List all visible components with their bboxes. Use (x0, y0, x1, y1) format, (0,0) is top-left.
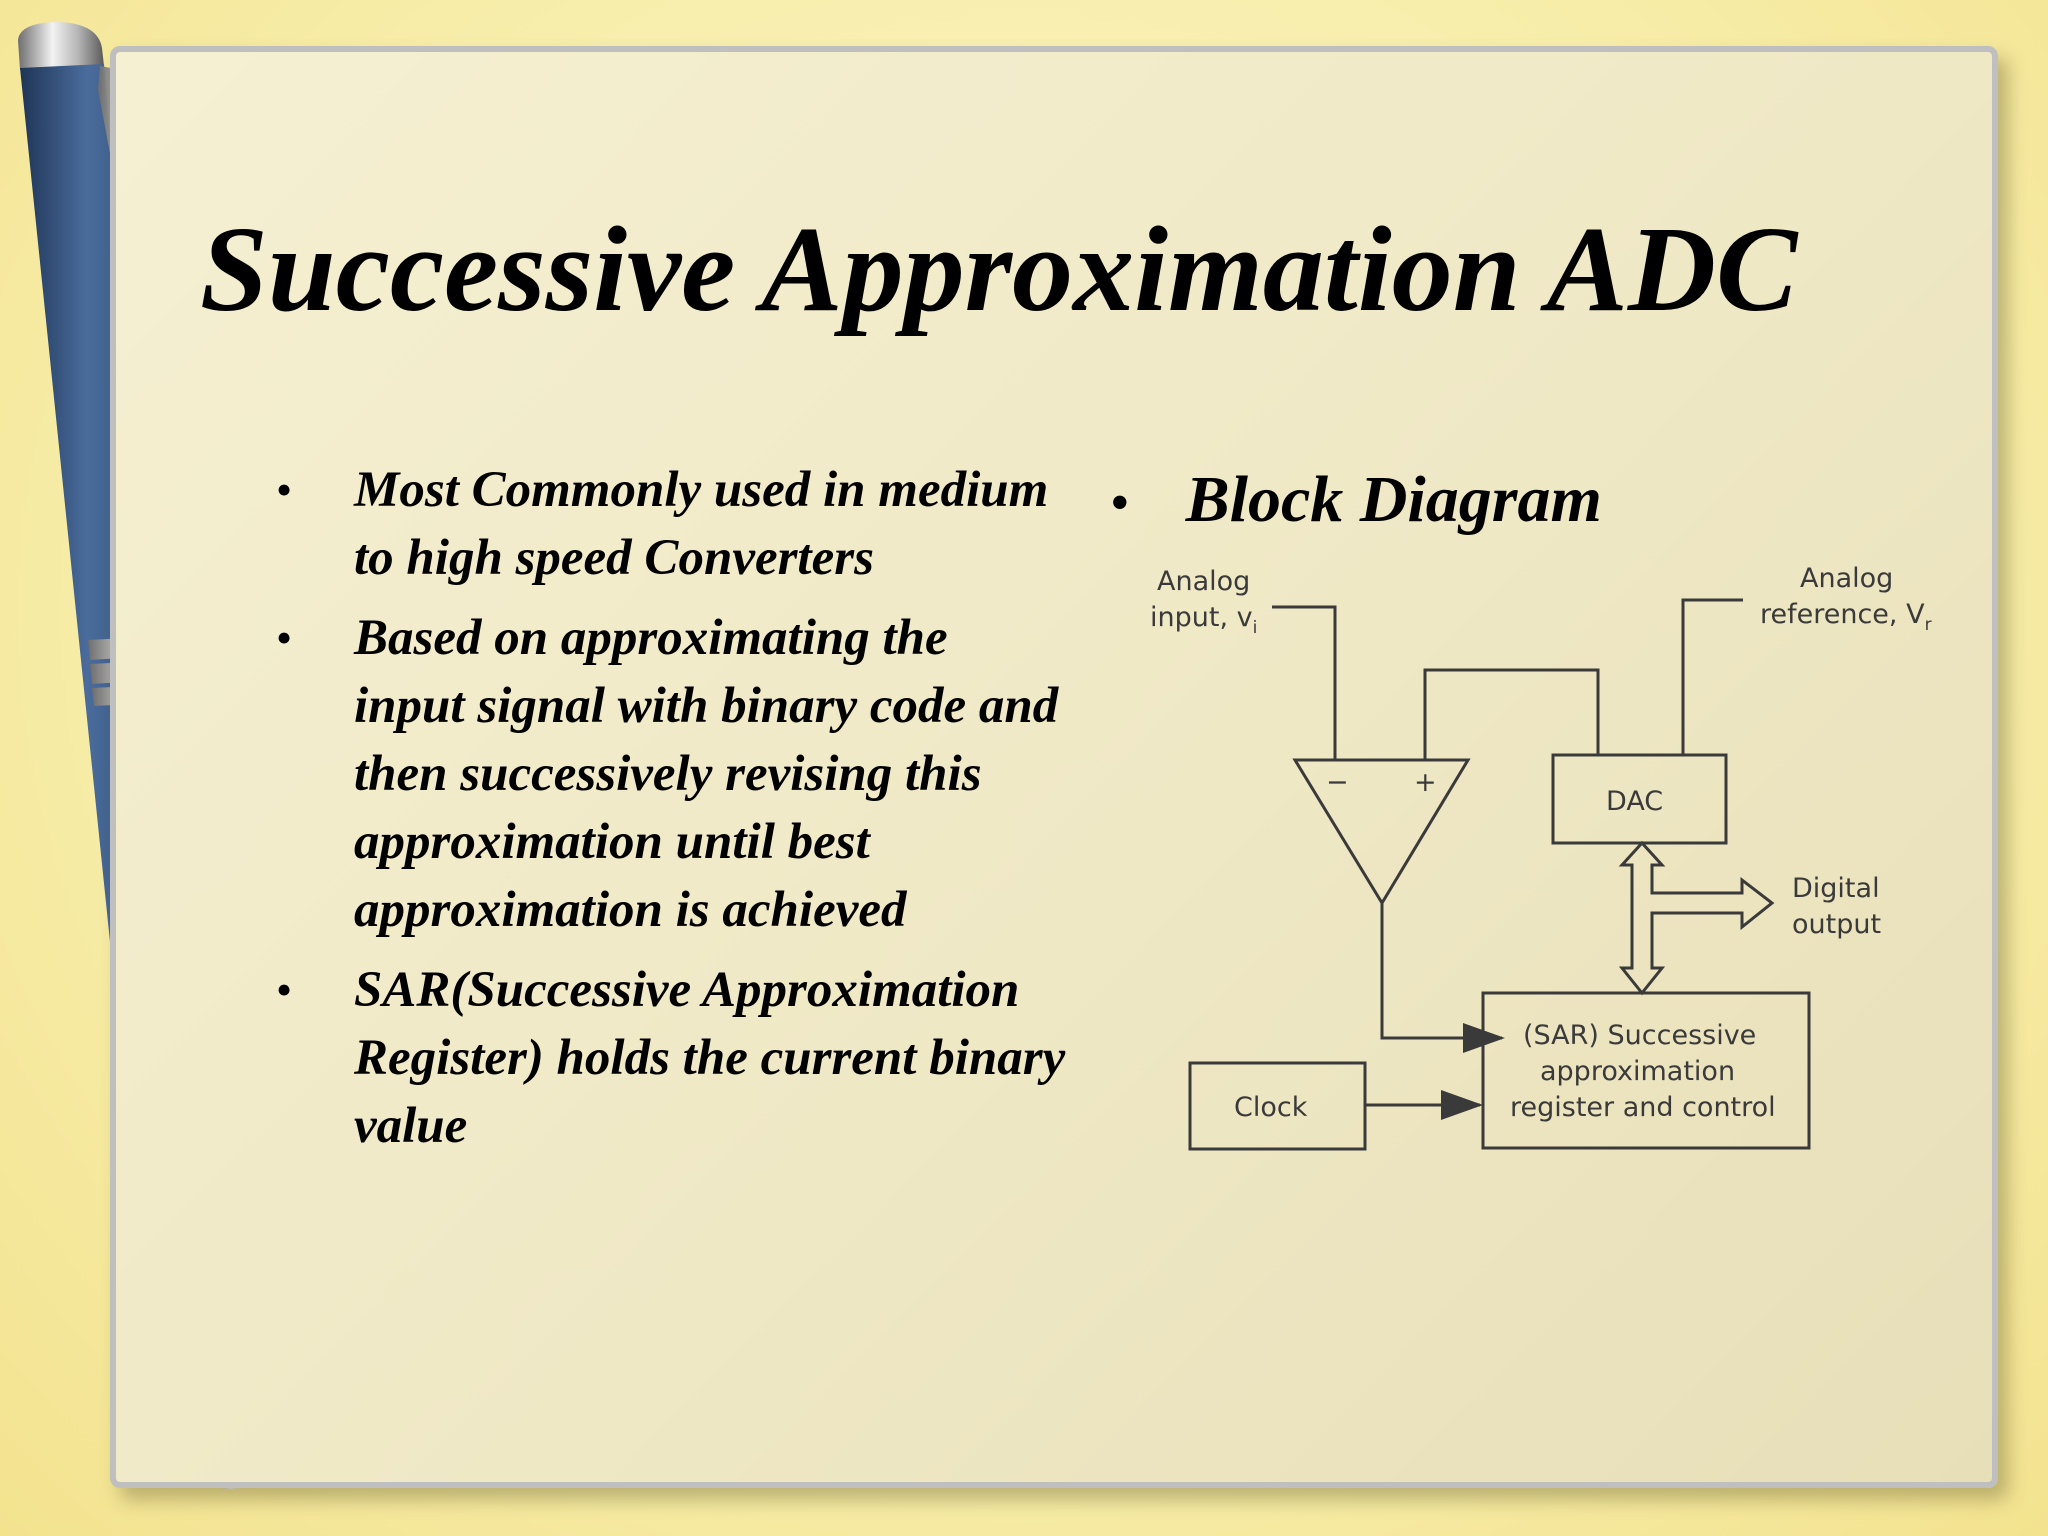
bullet-list: • Most Commonly used in medium to high s… (270, 456, 1070, 1172)
bullet-item: • Based on approximating the input signa… (270, 604, 1070, 944)
clock-label: Clock (1234, 1092, 1308, 1123)
analog-input-label: Analog (1157, 566, 1250, 597)
sar-label: register and control (1510, 1092, 1776, 1123)
slide-card (110, 46, 1998, 1488)
bullet-text: Based on approximating the input signal … (354, 610, 1059, 938)
digital-output-label: output (1792, 909, 1881, 940)
bullet-glyph: • (276, 464, 293, 515)
bullet-text: SAR(Successive Approximation Register) h… (354, 962, 1066, 1154)
comparator-minus-label: − (1326, 767, 1349, 798)
analog-reference-label: Analog (1800, 563, 1893, 594)
bullet-text: Most Commonly used in medium to high spe… (354, 462, 1049, 586)
bullet-glyph: • (1110, 472, 1130, 534)
sar-block (1481, 991, 1811, 1150)
data-bus-arrow (1618, 840, 1775, 996)
bullet-item: • Most Commonly used in medium to high s… (270, 456, 1070, 592)
dac-block (1551, 753, 1728, 845)
comparator-output-wire (1380, 903, 1505, 1053)
sar-label: approximation (1540, 1056, 1735, 1087)
analog-input-wire (1272, 605, 1337, 760)
sar-adc-block-diagram: Analog input, vi Analog reference, Vr − … (1150, 563, 1932, 1151)
block-diagram-label: Block Diagram (1185, 463, 1602, 536)
analog-reference-label: reference, Vr (1760, 599, 1932, 635)
dac-label: DAC (1606, 786, 1663, 817)
sar-label: (SAR) Successive (1523, 1020, 1756, 1051)
bullet-glyph: • (276, 612, 293, 663)
block-diagram-heading: • Block Diagram (1110, 460, 1602, 543)
comparator-plus-label: + (1414, 767, 1437, 798)
dac-feedback-wire (1423, 668, 1600, 760)
bullet-item: • SAR(Successive Approximation Register)… (270, 956, 1070, 1160)
analog-input-label: input, vi (1150, 602, 1257, 638)
digital-output-label: Digital (1792, 873, 1880, 904)
comparator (1292, 758, 1471, 906)
bullet-glyph: • (276, 964, 293, 1015)
slide-title: Successive Approximation ADC (200, 202, 1798, 337)
analog-reference-wire (1681, 598, 1743, 755)
